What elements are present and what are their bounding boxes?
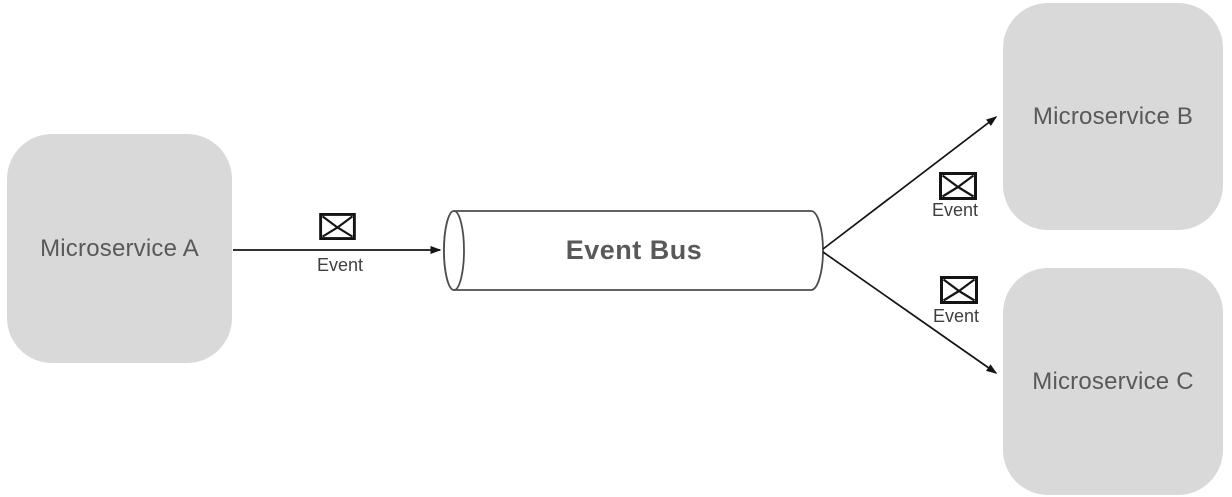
event-bus-cylinder (443, 210, 824, 291)
node-label: Microservice C (1032, 367, 1194, 395)
node-label: Microservice B (1032, 102, 1194, 130)
envelope-icon (319, 213, 356, 240)
arrow-bus-to-b (822, 116, 998, 250)
envelope-icon (939, 172, 977, 200)
edge-label-event: Event (316, 255, 364, 275)
edge-label-event: Event (932, 306, 980, 326)
node-label: Microservice A (40, 234, 199, 262)
node-microservice-a: Microservice A (7, 134, 232, 363)
event-bus-label: Event Bus (565, 235, 703, 265)
edge-label-event: Event (931, 200, 979, 220)
arrow-bus-to-c (822, 251, 998, 374)
node-microservice-b: Microservice B (1003, 3, 1223, 230)
envelope-icon (940, 276, 978, 304)
node-microservice-c: Microservice C (1003, 268, 1223, 495)
